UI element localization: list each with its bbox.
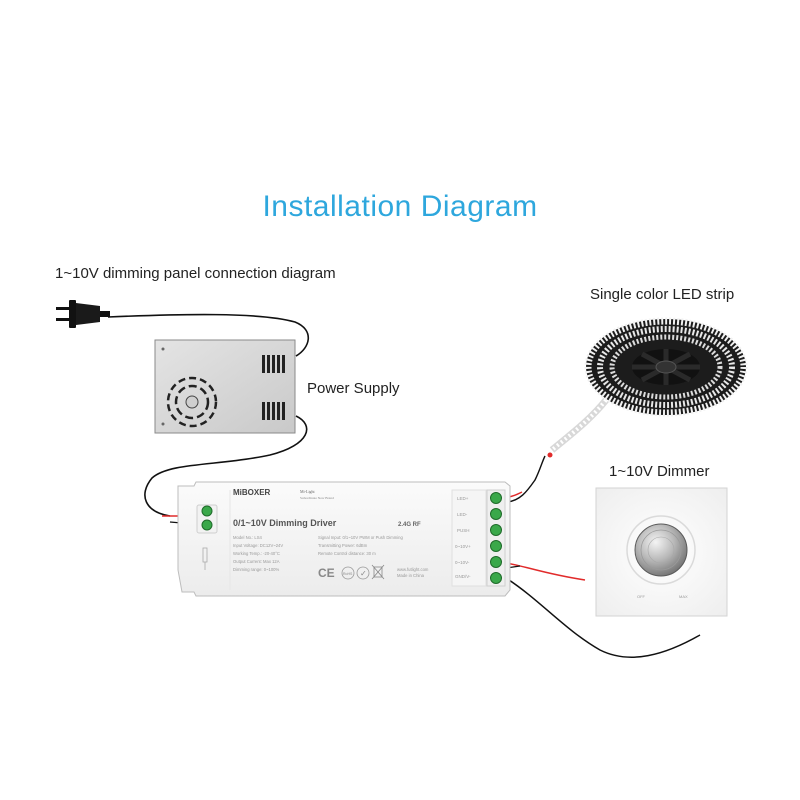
driver-rf: 2.4G RF [398,522,421,528]
terminal-label: GND/V- [455,574,471,579]
driver-brand-sub: Mi-Light [300,489,316,494]
driver-brand-note: Subordinate New Brand [300,496,334,500]
dimming-driver: MiBOXER Mi-Light Subordinate New Brand 0… [177,481,511,597]
led-strip-tail [549,397,609,453]
spec-right: Made in China [397,573,425,578]
rohs-mark: RoHS [343,572,353,576]
led-strip-label: Single color LED strip [590,286,735,303]
power-supply-label: Power Supply [307,380,400,397]
dimmer-label: 1~10V Dimmer [609,463,710,480]
spec-right: www.futlight.com [397,567,429,572]
spec-left: Model No.: LS4 [233,535,263,540]
driver-name: 0/1~10V Dimming Driver [233,518,337,528]
dimmer-max-mark: MAX [679,594,688,599]
spec-left: Dimming range: 0~100% [233,567,279,572]
antenna-icon [202,547,208,570]
dimmer-knob [634,523,688,577]
weee-icon [371,564,385,580]
wire-driver-to-dimmer-red [505,562,586,581]
wire-driver-to-dimmer-black [505,577,701,658]
driver-brand: MiBOXER [233,488,271,497]
terminal-label: 0~10V- [455,560,470,565]
terminal-label: 0~10V+ [455,544,471,549]
diagram-title: Installation Diagram [262,190,538,223]
fan-icon [166,376,218,428]
check-mark: ✓ [360,569,367,578]
certification-marks: CE RoHS ✓ [318,564,385,580]
wire-psu-to-driver [144,415,308,517]
ce-mark: CE [318,566,335,580]
vent-slots-top [262,355,285,373]
spec-right: Remote Control distance: 30 m [318,551,376,556]
specs-right: Signal Input: 0/1~10V PWM or Push Dimmin… [318,535,429,578]
spec-left: Input Voltage: DC12V~24V [233,543,283,548]
wire-driver-to-strip-black [504,455,546,503]
input-terminals [196,504,218,534]
spec-right: Transmitting Power: 6dBm [318,543,368,548]
terminal-label: LED+ [457,496,469,501]
spec-left: Output Current: Max 12A [233,559,280,564]
terminal-label: LED- [457,512,468,517]
led-strip-reel [547,317,748,458]
specs-left: Model No.: LS4 Input Voltage: DC12V~24V … [233,535,283,572]
output-terminals: LED+ LED- PUSH 0~10V+ 0~10V- GND/V- [451,489,506,587]
dimmer-panel: OFF MAX [595,487,728,617]
dimmer-off-mark: OFF [637,594,646,599]
power-supply [154,339,296,434]
dimmer-ring [626,515,696,585]
vent-slots-bottom [262,402,285,420]
diagram-subtitle: 1~10V dimming panel connection diagram [55,265,336,282]
spec-right: Signal Input: 0/1~10V PWM or Push Dimmin… [318,535,404,540]
spec-left: Working Temp.: -20-40°C [233,551,280,556]
plug-icon [56,300,110,328]
terminal-label: PUSH [457,528,470,533]
wire-plug-to-psu [107,313,310,357]
